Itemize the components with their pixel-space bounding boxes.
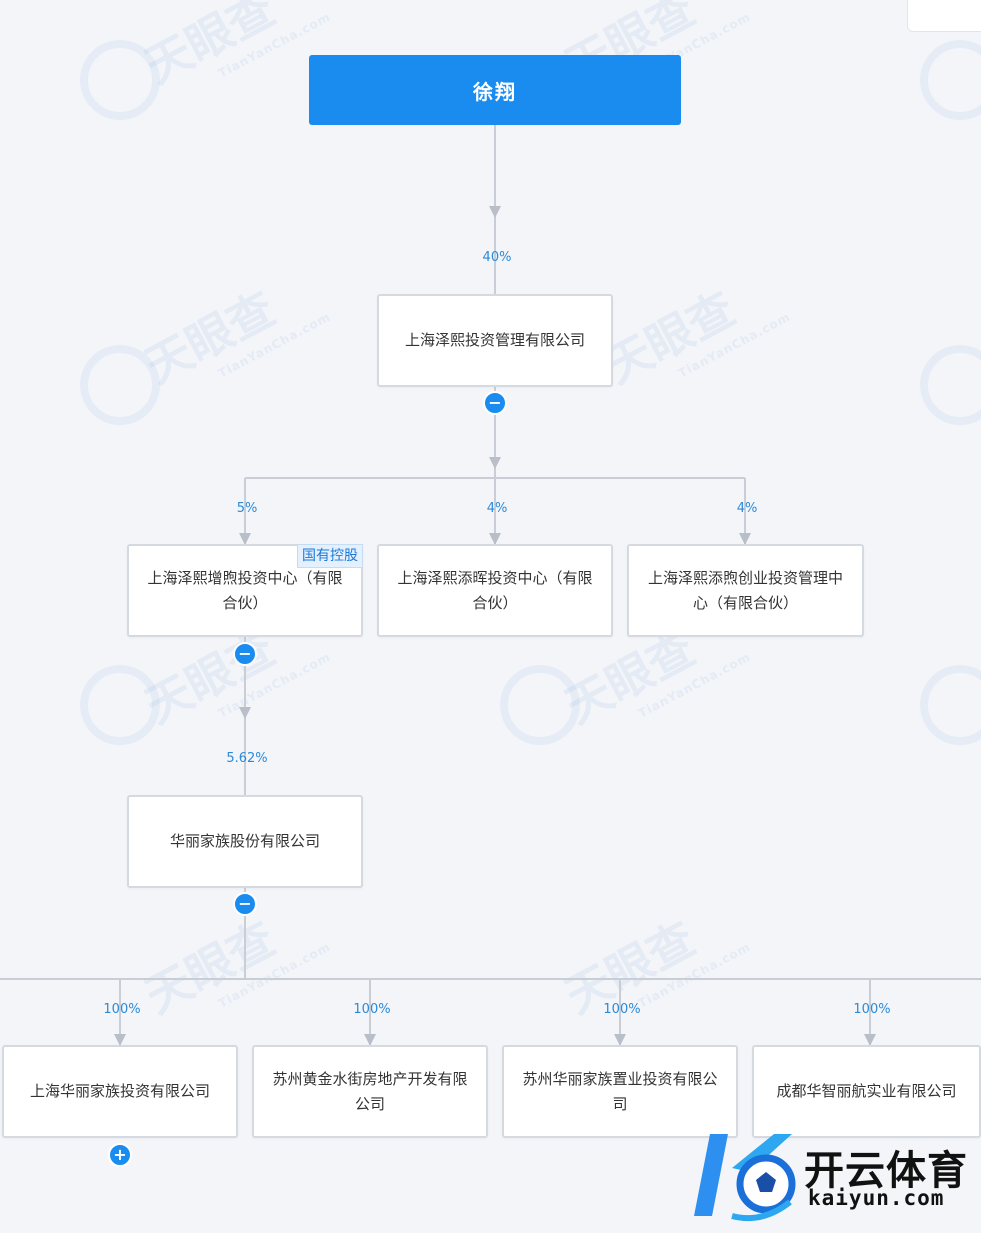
top-right-panel-edge[interactable]	[907, 0, 981, 32]
share-percentage: 100%	[603, 1002, 641, 1017]
company-node[interactable]: 苏州华丽家族置业投资有限公司	[502, 1045, 738, 1138]
collapse-button[interactable]: −	[233, 892, 257, 916]
share-percentage: 4%	[486, 501, 508, 516]
logo-domain: kaiyun.com	[808, 1186, 945, 1210]
company-name: 上海华丽家族投资有限公司	[29, 1082, 210, 1100]
collapse-button[interactable]: −	[483, 391, 507, 415]
expand-button[interactable]: +	[108, 1143, 132, 1167]
company-name: 上海泽熙添煦创业投资管理中心（有限合伙）	[647, 568, 843, 612]
share-percentage: 100%	[853, 1002, 891, 1017]
share-percentage: 100%	[103, 1002, 141, 1017]
company-name: 华丽家族股份有限公司	[169, 832, 320, 850]
company-name: 成都华智丽航实业有限公司	[776, 1082, 957, 1100]
share-percentage: 4%	[736, 501, 758, 516]
share-percentage: 40%	[482, 250, 512, 265]
collapse-button[interactable]: −	[233, 642, 257, 666]
share-percentage: 5.62%	[226, 751, 268, 766]
share-percentage: 5%	[236, 501, 258, 516]
company-node[interactable]: 上海华丽家族投资有限公司	[2, 1045, 238, 1138]
company-node[interactable]: 华丽家族股份有限公司	[127, 795, 363, 888]
company-name: 苏州黄金水街房地产开发有限公司	[272, 1069, 468, 1113]
company-node[interactable]: 上海泽熙投资管理有限公司	[377, 294, 613, 387]
company-name: 上海泽熙投资管理有限公司	[404, 331, 585, 349]
company-node[interactable]: 上海泽熙添煦创业投资管理中心（有限合伙）	[627, 544, 864, 637]
state-owned-badge: 国有控股	[297, 544, 363, 568]
root-shareholder-node[interactable]: 徐翔	[309, 55, 681, 125]
company-node[interactable]: 上海泽熙添晖投资中心（有限合伙）	[377, 544, 613, 637]
company-node[interactable]: 成都华智丽航实业有限公司	[752, 1045, 981, 1138]
ball-logo-icon	[694, 1134, 796, 1222]
company-name: 上海泽熙增煦投资中心（有限合伙）	[147, 568, 343, 612]
kaiyun-logo: 开云体育 kaiyun.com	[692, 1128, 981, 1224]
company-name: 上海泽熙添晖投资中心（有限合伙）	[397, 568, 593, 612]
company-name: 苏州华丽家族置业投资有限公司	[522, 1069, 718, 1113]
share-percentage: 100%	[353, 1002, 391, 1017]
company-node[interactable]: 苏州黄金水街房地产开发有限公司	[252, 1045, 488, 1138]
company-node[interactable]: 上海泽熙增煦投资中心（有限合伙） 国有控股	[127, 544, 363, 637]
logo-name: 开云体育	[804, 1148, 968, 1194]
